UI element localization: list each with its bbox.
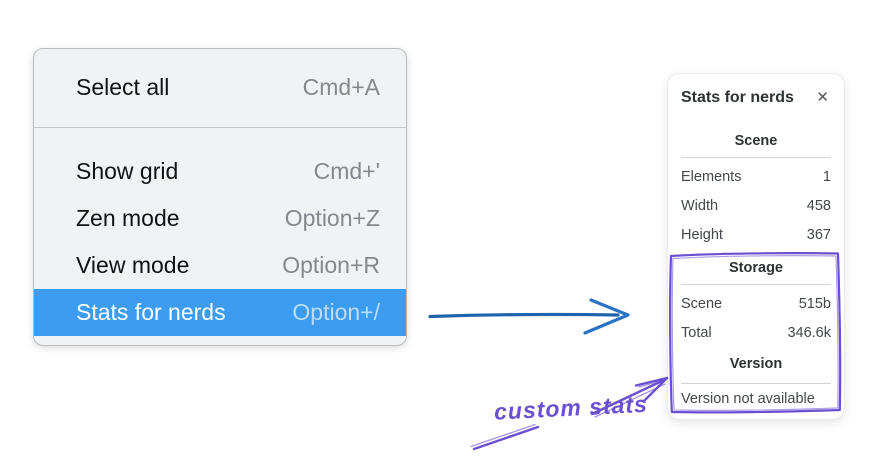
menu-item-label: Stats for nerds [76, 299, 226, 325]
stat-row-scene-storage: Scene 515b [681, 289, 831, 318]
section-heading-storage: Storage [729, 260, 783, 276]
section-rule [681, 383, 831, 384]
custom-stats-annotation-label: custom stats [493, 390, 649, 425]
menu-item-shortcut: Cmd+' [313, 158, 380, 184]
section-heading-version: Version [729, 356, 783, 372]
stat-row-total-storage: Total 346.6k [681, 318, 831, 347]
menu-item-shortcut: Cmd+A [302, 74, 380, 100]
stat-row-elements: Elements 1 [681, 162, 831, 191]
menu-item-label: Show grid [76, 158, 179, 184]
menu-item-view-mode[interactable]: View mode Option+R [34, 242, 406, 289]
stat-label: Width [681, 197, 719, 214]
section-rule [681, 157, 831, 158]
section-rule [681, 284, 831, 285]
stats-panel-title: Stats for nerds [681, 88, 794, 106]
blue-arrow [428, 298, 630, 335]
stat-row-height: Height 367 [681, 220, 831, 249]
menu-item-shortcut: Option+R [282, 252, 380, 278]
menu-item-show-grid[interactable]: Show grid Cmd+' [34, 148, 406, 195]
scene-rows: Elements 1 Width 458 Height 367 [681, 162, 831, 249]
stat-label: Elements [681, 168, 742, 185]
purple-arrow [470, 376, 669, 451]
stat-label: Scene [681, 295, 723, 312]
menu-item-select-all[interactable]: Select all Cmd+A [34, 64, 406, 111]
stat-value: 1 [822, 168, 831, 185]
section-heading-scene: Scene [734, 133, 778, 149]
menu-item-label: View mode [76, 252, 190, 278]
version-note: Version not available [681, 391, 815, 407]
stat-value: 458 [806, 197, 831, 214]
menu-item-shortcut: Option+/ [292, 299, 380, 325]
close-icon[interactable]: ✕ [816, 89, 829, 106]
menu-item-stats-for-nerds[interactable]: Stats for nerds Option+/ [34, 289, 406, 336]
stat-label: Height [681, 226, 723, 243]
stat-value: 367 [806, 226, 831, 243]
stat-value: 346.6k [787, 324, 831, 341]
stat-label: Total [681, 324, 712, 341]
stat-row-width: Width 458 [681, 191, 831, 220]
menu-item-label: Select all [76, 74, 170, 100]
stats-panel: Stats for nerds ✕ Scene Elements 1 Width… [667, 73, 845, 420]
context-menu: Select all Cmd+A Show grid Cmd+' Zen mod… [33, 48, 407, 346]
menu-divider [34, 127, 406, 128]
storage-rows: Scene 515b Total 346.6k [681, 289, 831, 347]
stats-panel-header: Stats for nerds ✕ [681, 88, 831, 107]
menu-item-zen-mode[interactable]: Zen mode Option+Z [34, 195, 406, 242]
stat-value: 515b [798, 295, 831, 312]
menu-item-label: Zen mode [76, 205, 180, 231]
menu-item-shortcut: Option+Z [284, 205, 380, 231]
